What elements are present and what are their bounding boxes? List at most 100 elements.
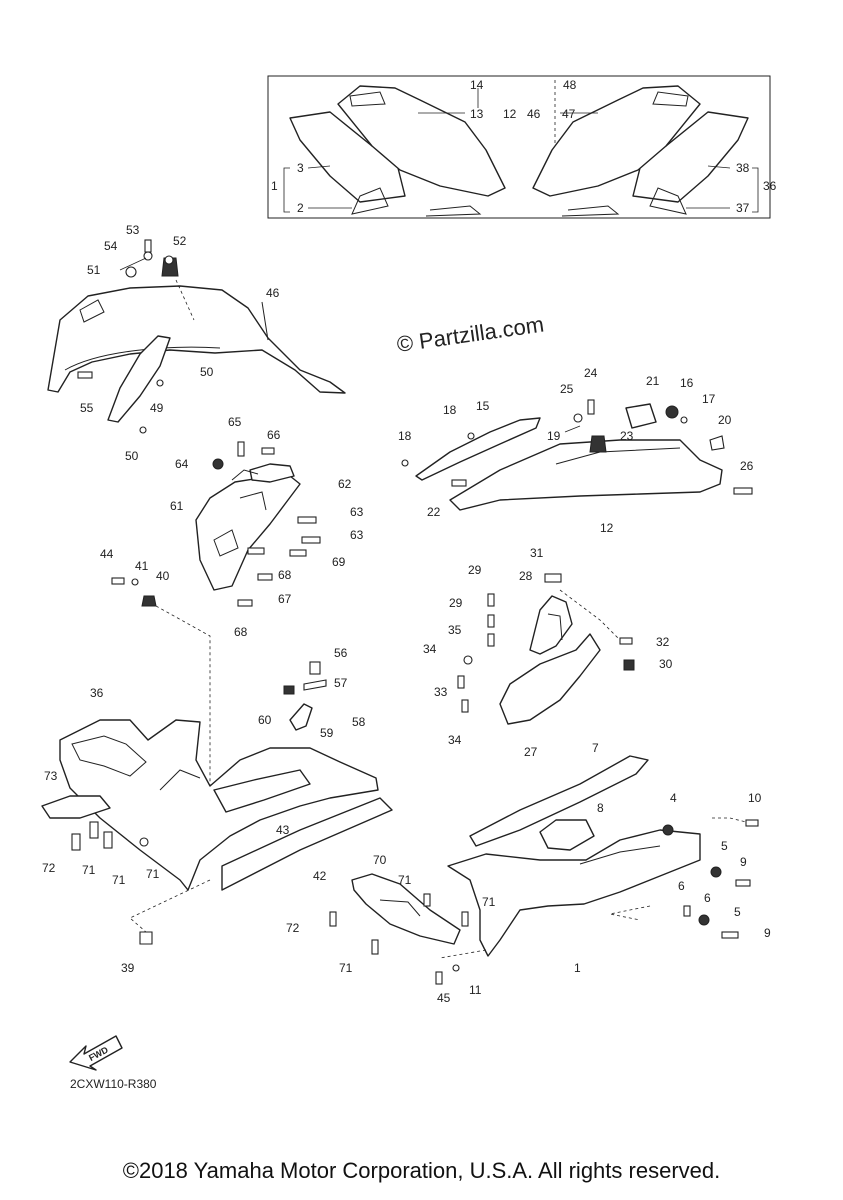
callout-label: 7 bbox=[592, 741, 599, 755]
callout-label: 71 bbox=[112, 873, 126, 887]
callout-label: 60 bbox=[258, 713, 272, 727]
callout-label: 6 bbox=[704, 891, 711, 905]
callout-label: 47 bbox=[562, 107, 576, 121]
callout-label: 34 bbox=[423, 642, 437, 656]
callout-label: 67 bbox=[278, 592, 292, 606]
callout-label: 43 bbox=[276, 823, 290, 837]
upper-cowl-hardware bbox=[77, 239, 195, 434]
callout-label: 13 bbox=[470, 107, 484, 121]
callout-label: 63 bbox=[350, 528, 364, 542]
callout-label: 69 bbox=[332, 555, 346, 569]
callout-label: 63 bbox=[350, 505, 364, 519]
under-bracket-27 bbox=[457, 573, 635, 725]
callout-label: 32 bbox=[656, 635, 670, 649]
bracket-58 bbox=[283, 661, 327, 731]
callout-label: 5 bbox=[734, 905, 741, 919]
callout-label: 38 bbox=[736, 161, 750, 175]
callout-label: 15 bbox=[476, 399, 490, 413]
callout-label: 72 bbox=[42, 861, 56, 875]
callout-label: 57 bbox=[334, 676, 348, 690]
callout-label: 31 bbox=[530, 546, 544, 560]
callout-label: 36 bbox=[763, 179, 777, 193]
callout-label: 68 bbox=[278, 568, 292, 582]
callout-label: 55 bbox=[80, 401, 94, 415]
callout-label: 10 bbox=[748, 791, 762, 805]
callout-label: 40 bbox=[156, 569, 170, 583]
callout-label: 65 bbox=[228, 415, 242, 429]
forward-direction-arrow bbox=[69, 1035, 123, 1071]
callout-label: 23 bbox=[620, 429, 634, 443]
callout-label: 73 bbox=[44, 769, 58, 783]
inner-panel-assembly bbox=[195, 441, 321, 607]
callout-label: 29 bbox=[449, 596, 463, 610]
callout-label: 14 bbox=[470, 78, 484, 92]
callout-label: 4 bbox=[670, 791, 677, 805]
callout-label: 50 bbox=[125, 449, 139, 463]
lower-cowl-left bbox=[41, 719, 393, 945]
callout-label: 49 bbox=[150, 401, 164, 415]
callout-label: 12 bbox=[600, 521, 614, 535]
callout-label: 35 bbox=[448, 623, 462, 637]
callout-label: 71 bbox=[339, 961, 353, 975]
callout-label: 48 bbox=[563, 78, 577, 92]
callout-label: 52 bbox=[173, 234, 187, 248]
callout-label: 16 bbox=[680, 376, 694, 390]
callout-label: 50 bbox=[200, 365, 214, 379]
decal-inset-panel bbox=[267, 75, 771, 219]
callout-label: 71 bbox=[82, 863, 96, 877]
callout-label: 56 bbox=[334, 646, 348, 660]
callout-label: 66 bbox=[267, 428, 281, 442]
callout-label: 45 bbox=[437, 991, 451, 1005]
callout-label: 64 bbox=[175, 457, 189, 471]
callout-label: 18 bbox=[398, 429, 412, 443]
callout-label: 51 bbox=[87, 263, 101, 277]
callout-label: 12 bbox=[503, 107, 517, 121]
callout-label: 25 bbox=[560, 382, 574, 396]
watermark: © Partzilla.com bbox=[395, 312, 545, 357]
callout-label: 36 bbox=[90, 686, 104, 700]
callout-label: 68 bbox=[234, 625, 248, 639]
callout-label: 71 bbox=[482, 895, 496, 909]
callout-labels: 1 2 3 12 13 14 36 37 38 46 47 48 53 52 5… bbox=[42, 78, 777, 1005]
lower-cowl-right bbox=[329, 755, 759, 985]
copyright-footer: ©2018 Yamaha Motor Corporation, U.S.A. A… bbox=[122, 1158, 721, 1183]
callout-label: 46 bbox=[527, 107, 541, 121]
callout-label: 53 bbox=[126, 223, 140, 237]
callout-label: 33 bbox=[434, 685, 448, 699]
callout-label: 3 bbox=[297, 161, 304, 175]
callout-label: 44 bbox=[100, 547, 114, 561]
callout-label: 9 bbox=[740, 855, 747, 869]
callout-label: 24 bbox=[584, 366, 598, 380]
callout-label: 1 bbox=[271, 179, 278, 193]
callout-label: 19 bbox=[547, 429, 561, 443]
hardware-40-41-44 bbox=[111, 577, 219, 797]
callout-label: 18 bbox=[443, 403, 457, 417]
callout-label: 30 bbox=[659, 657, 673, 671]
callout-label: 26 bbox=[740, 459, 754, 473]
callout-label: 71 bbox=[146, 867, 160, 881]
callout-label: 9 bbox=[764, 926, 771, 940]
callout-label: 27 bbox=[524, 745, 538, 759]
callout-label: 39 bbox=[121, 961, 135, 975]
callout-label: 1 bbox=[574, 961, 581, 975]
callout-label: 54 bbox=[104, 239, 118, 253]
callout-label: 42 bbox=[313, 869, 327, 883]
callout-label: 41 bbox=[135, 559, 149, 573]
callout-label: 20 bbox=[718, 413, 732, 427]
callout-label: 11 bbox=[469, 983, 482, 997]
callout-label: 6 bbox=[678, 879, 685, 893]
callout-label: 2 bbox=[297, 201, 304, 215]
callout-label: 71 bbox=[398, 873, 412, 887]
diagram-code: 2CXW110-R380 bbox=[70, 1077, 157, 1091]
callout-label: 34 bbox=[448, 733, 462, 747]
callout-label: 61 bbox=[170, 499, 184, 513]
callout-label: 22 bbox=[427, 505, 441, 519]
callout-label: 28 bbox=[519, 569, 533, 583]
side-panel-12 bbox=[401, 399, 753, 511]
callout-label: 46 bbox=[266, 286, 280, 300]
callout-label: 17 bbox=[702, 392, 716, 406]
callout-label: 58 bbox=[352, 715, 366, 729]
callout-label: 8 bbox=[597, 801, 604, 815]
callout-label: 62 bbox=[338, 477, 352, 491]
